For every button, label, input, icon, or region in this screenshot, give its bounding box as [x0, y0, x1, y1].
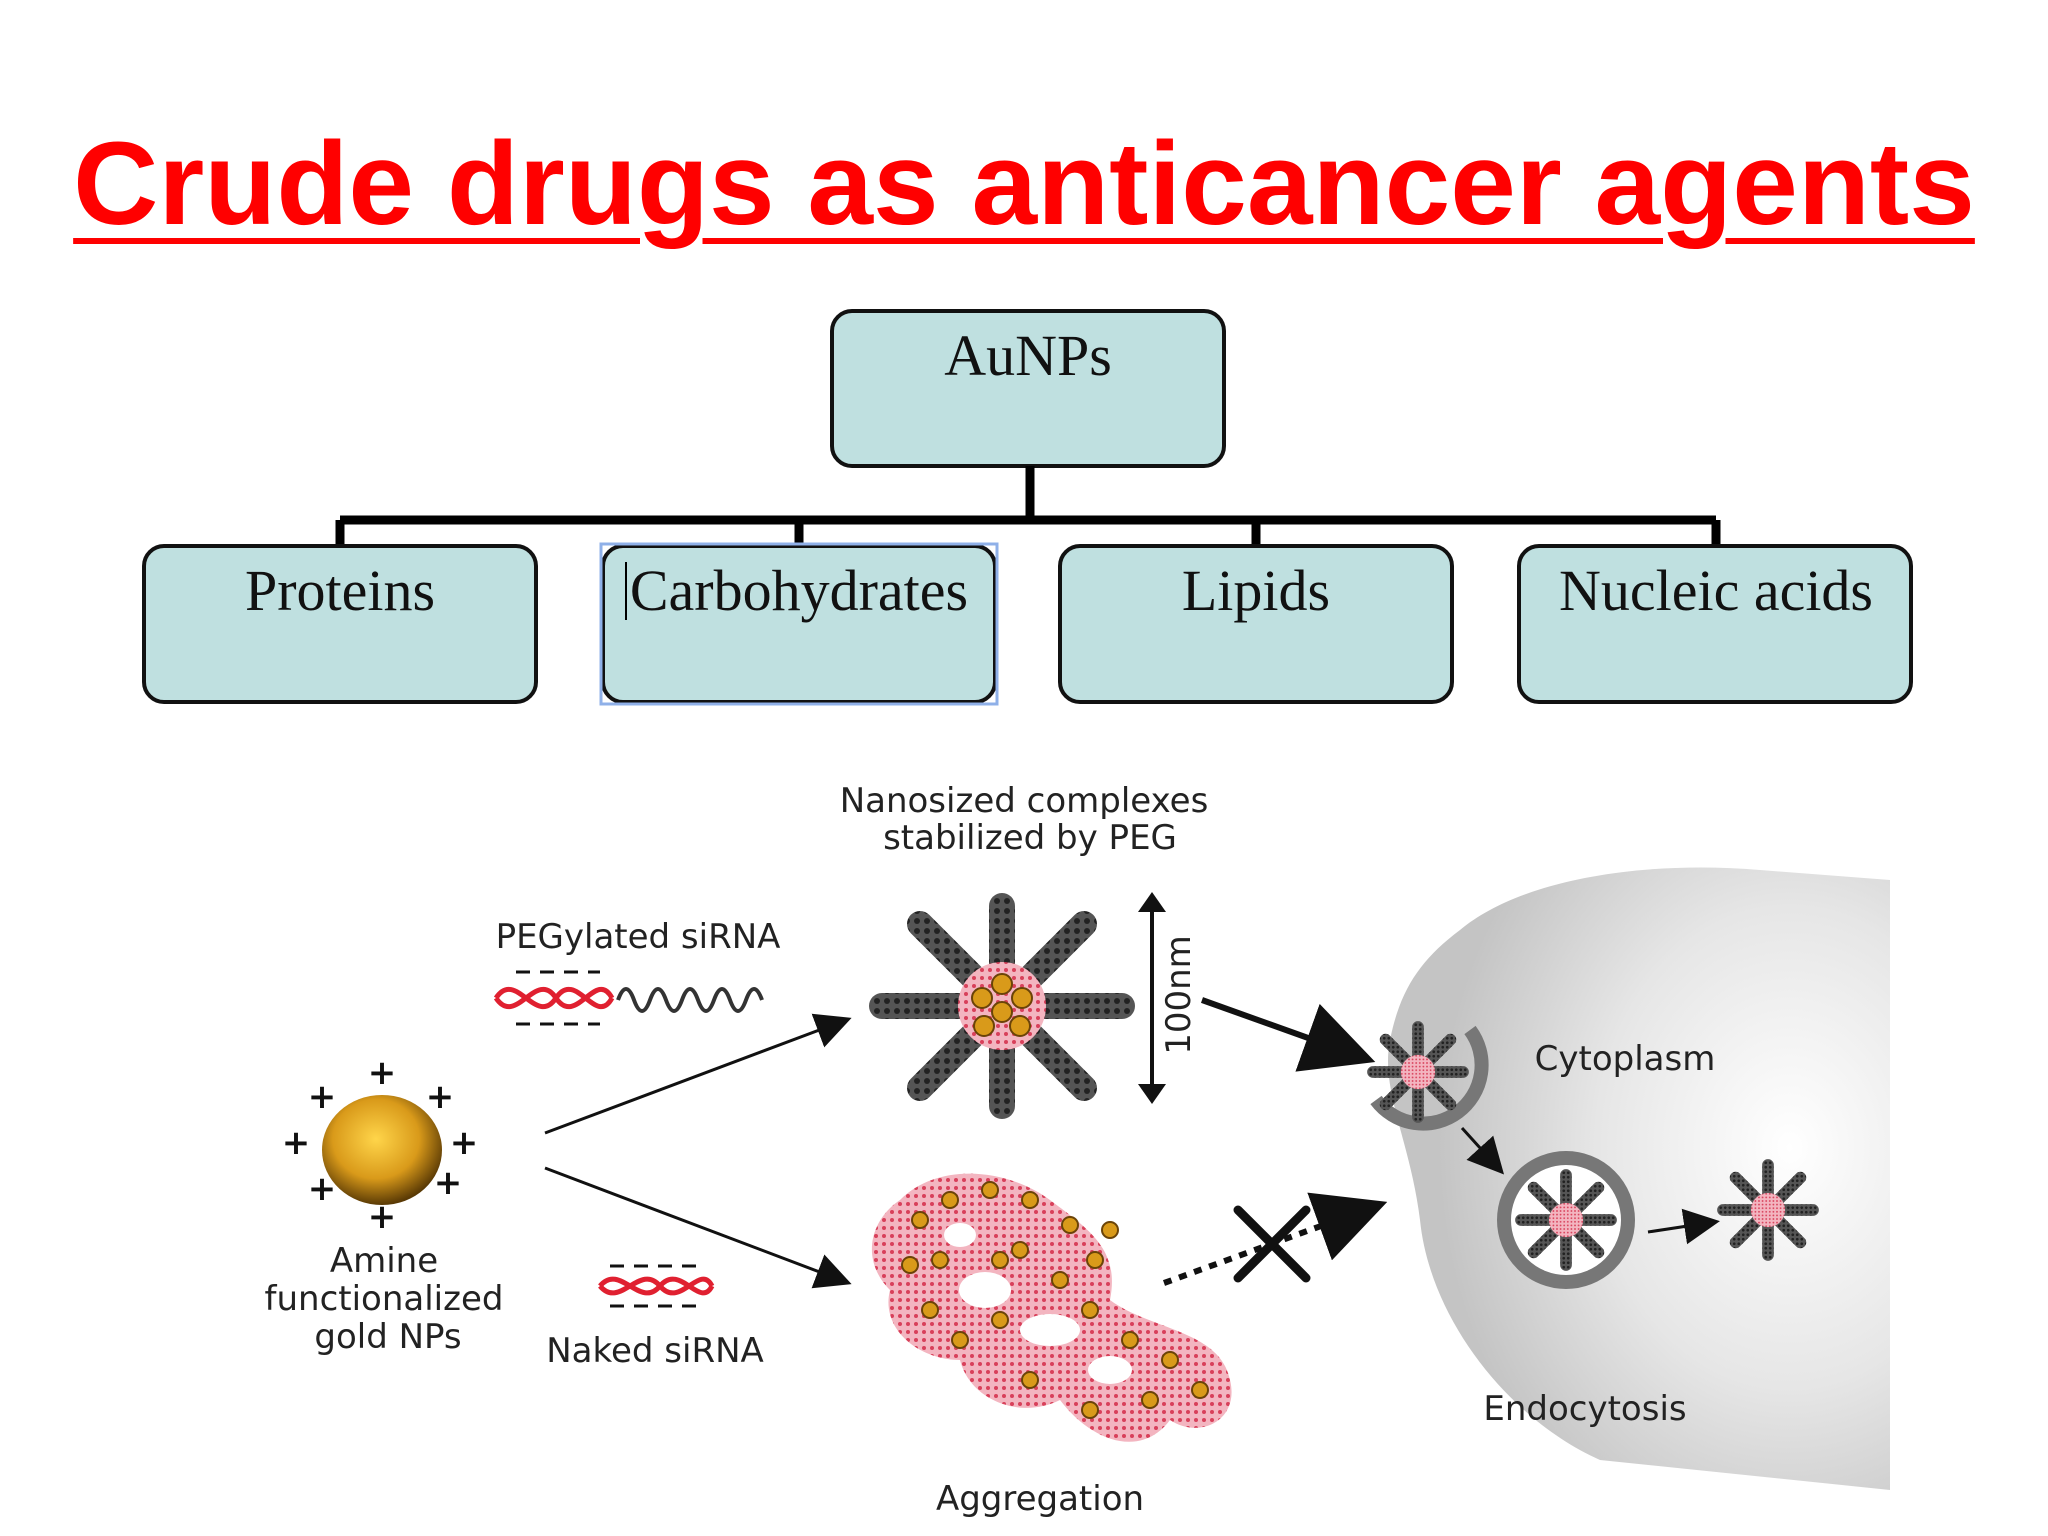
svg-text:+: + [450, 1123, 479, 1163]
selection-outline [599, 542, 999, 706]
endocytosis-label: Endocytosis [1483, 1389, 1686, 1429]
aggregate [871, 1173, 1232, 1442]
pegylated-label: PEGylated siRNA [496, 917, 781, 957]
released-complex [1717, 1159, 1819, 1261]
svg-text:+: + [426, 1077, 455, 1117]
box-carbohydrates [601, 544, 997, 704]
amine-label-3: gold NPs [314, 1317, 461, 1357]
blocked-x-icon [1233, 1205, 1311, 1283]
svg-text:+: + [434, 1163, 463, 1203]
scale-label: 100nm [1159, 935, 1199, 1055]
svg-text:+: + [368, 1053, 397, 1093]
nanosized-complex [869, 893, 1135, 1119]
cytoplasm-label: Cytoplasm [1535, 1039, 1716, 1079]
arrow-to-cell [1200, 997, 1376, 1072]
delivery-figure: Nanosized complexes stabilized by PEG PE… [265, 781, 1890, 1519]
box-nucleic-acids [1517, 544, 1913, 704]
connector-lines [335, 466, 1721, 546]
nanosized-label-1: Nanosized complexes [840, 781, 1209, 821]
arrow-pit-to-vesicle [1460, 1126, 1505, 1175]
svg-text:+: + [308, 1077, 337, 1117]
nanosized-label-2: stabilized by PEG [883, 818, 1177, 858]
aggregation-label: Aggregation [936, 1479, 1144, 1519]
arrow-to-complex [544, 1013, 852, 1135]
box-nucleic-acids-label: Nucleic acids [1559, 558, 1873, 623]
naked-label: Naked siRNA [546, 1331, 764, 1371]
arrow-release [1647, 1208, 1720, 1245]
box-proteins [142, 544, 538, 704]
cell-membrane [1387, 867, 1890, 1490]
pegylated-sirna-icon [493, 970, 764, 1026]
arrow-to-aggregate [544, 1166, 852, 1289]
svg-text:+: + [282, 1123, 311, 1163]
endocytic-pit [1367, 1021, 1489, 1131]
box-lipids-label: Lipids [1182, 558, 1330, 623]
box-lipids [1058, 544, 1454, 704]
svg-text:+: + [368, 1197, 397, 1237]
svg-text:+: + [308, 1169, 337, 1209]
box-aunps-label: AuNPs [944, 323, 1112, 388]
hierarchy-chart: AuNPs Proteins Carbohydrates Lipids Nucl… [142, 309, 1913, 706]
scale-bar: 100nm [1138, 892, 1199, 1104]
amine-label-1: Amine [330, 1241, 438, 1281]
amine-label-2: functionalized [265, 1279, 504, 1319]
endosome-vesicle [1497, 1151, 1635, 1289]
slide-title: Crude drugs as anticancer agents [73, 118, 1975, 250]
naked-sirna-icon [598, 1264, 715, 1308]
box-carbohydrates-label: Carbohydrates [630, 558, 968, 623]
box-proteins-label: Proteins [245, 558, 435, 623]
gold-nanoparticle: + + + + + + + + [282, 1053, 479, 1237]
